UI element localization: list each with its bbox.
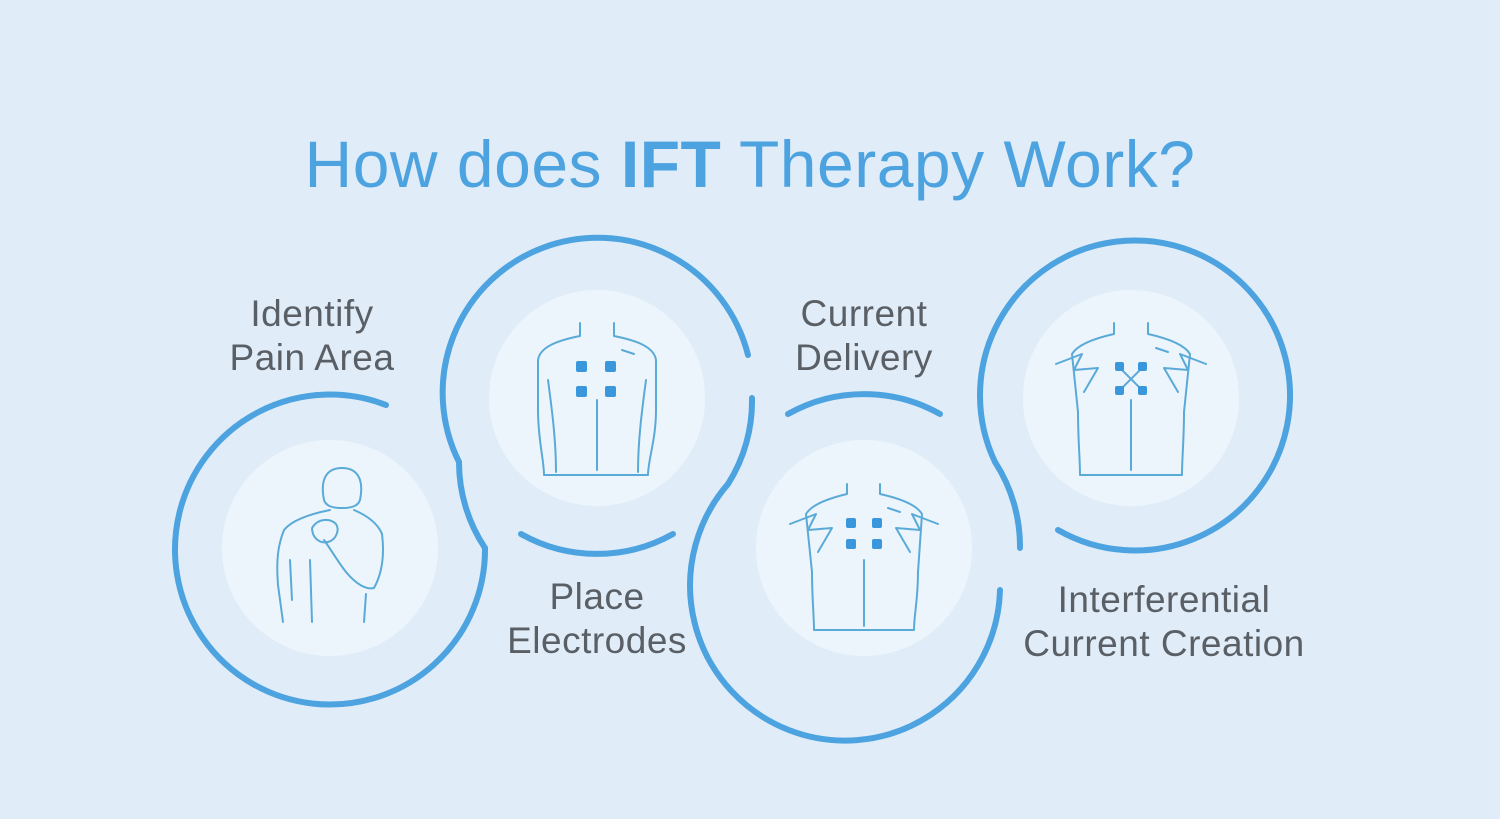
step-2-label: Place Electrodes [467, 575, 727, 663]
back-current-delivery-icon [789, 483, 939, 631]
step-4-ring [977, 237, 1293, 554]
step-1-label: Identify Pain Area [192, 292, 432, 380]
title-part-2: Therapy Work? [721, 127, 1196, 202]
page-title: How does IFT Therapy Work? [0, 126, 1500, 202]
step-2-label-line-2: Electrodes [507, 620, 687, 661]
back-interferential-icon [1055, 322, 1207, 476]
step-3-circle-fill [756, 440, 972, 656]
title-part-1: How does [304, 127, 621, 202]
step-2-label-line-1: Place [549, 576, 645, 617]
step-3-label-line-1: Current [800, 293, 928, 334]
back-electrodes-icon [537, 322, 657, 476]
step-1-label-line-2: Pain Area [229, 337, 395, 378]
step-3-label: Current Delivery [744, 292, 984, 380]
step-4-label: Interferential Current Creation [992, 578, 1336, 666]
step-1-ring [172, 391, 489, 708]
step-4-label-line-1: Interferential [1057, 579, 1271, 620]
title-bold: IFT [620, 127, 722, 202]
step-3-ring [687, 395, 1003, 744]
step-3-label-line-2: Delivery [795, 337, 933, 378]
step-2-circle-fill [489, 290, 705, 506]
step-3-top-arc [785, 391, 943, 417]
step-2-bottom-arc [518, 531, 676, 557]
step-1-label-line-1: Identify [250, 293, 374, 334]
step-2-ring [439, 234, 751, 551]
step-4-label-line-2: Current Creation [1023, 623, 1305, 664]
person-shoulder-pain-icon [276, 467, 384, 623]
step-4-circle-fill [1023, 290, 1239, 506]
